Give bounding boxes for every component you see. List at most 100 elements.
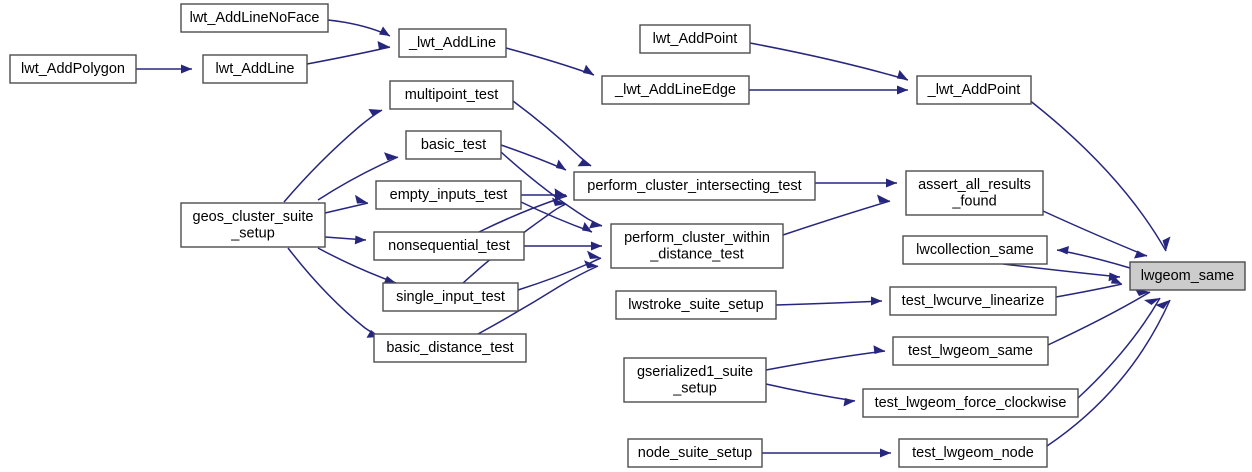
nodes-layer: lwt_AddPolygon lwt_AddLineNoFace lwt_AddLi… [9,3,1246,468]
node-label: perform_cluster_intersecting_test [587,178,801,194]
node-box[interactable] [405,130,502,160]
node-empty_inputs_test[interactable]: empty_inputs_test [375,180,522,210]
node-_lwt_AddLine[interactable]: _lwt_AddLine [398,28,507,58]
node-box[interactable] [601,75,750,105]
edges-layer [136,19,1171,458]
node-nonsequential_test[interactable]: nonsequential_test [373,231,525,261]
node-box[interactable] [180,202,326,248]
node-box[interactable] [627,438,763,468]
node-box[interactable] [389,80,514,110]
arrowhead-icon [1057,246,1069,255]
node-perform_cluster_within_distance_test[interactable]: perform_cluster_within_distance_test [610,223,784,269]
node-label: nonsequential_test [388,238,510,254]
node-perform_cluster_intersecting_test[interactable]: perform_cluster_intersecting_test [573,171,816,201]
node-test_lwgeom_same[interactable]: test_lwgeom_same [892,336,1049,366]
node-box[interactable] [623,357,767,403]
node-basic_distance_test[interactable]: basic_distance_test [373,333,527,363]
node-box[interactable] [905,170,1044,216]
node-test_lwcurve_linearize[interactable]: test_lwcurve_linearize [889,286,1057,316]
arrowhead-icon [584,260,598,269]
node-box[interactable] [902,235,1048,265]
node-label: basic_test [421,137,486,153]
arrowhead-icon [897,85,908,95]
node-test_lwgeom_force_clockwise[interactable]: test_lwgeom_force_clockwise [862,388,1079,418]
edge-line [1042,210,1148,257]
node-basic_test[interactable]: basic_test [405,130,502,160]
node-box[interactable] [615,290,777,320]
node-lwstroke_suite_setup[interactable]: lwstroke_suite_setup [615,290,777,320]
edge-_lwt_AddLineEdge-to-_lwt_AddPoint [749,85,908,95]
node-single_input_test[interactable]: single_input_test [382,282,519,312]
arrowhead-icon [181,64,192,74]
node-multipoint_test[interactable]: multipoint_test [389,80,514,110]
node-gserialized1_suite_setup[interactable]: gserialized1_suite_setup [623,357,767,403]
node-lwgeom_same[interactable]: lwgeom_same [1129,261,1246,291]
node-assert_all_results_found[interactable]: assert_all_results_found [905,170,1044,216]
node-box[interactable] [375,180,522,210]
arrowhead-icon [355,194,368,204]
node-lwt_AddPoint[interactable]: lwt_AddPoint [639,24,751,54]
node-label: _lwt_AddLineEdge [614,82,736,98]
node-box[interactable] [862,388,1079,418]
node-box[interactable] [180,3,329,33]
edge-line [306,46,391,65]
node-label: assert_all_results_found [918,177,1031,210]
node-label: single_input_test [396,289,505,305]
arrowhead-icon [368,109,382,117]
arrowhead-icon [1162,236,1171,251]
edge-line [1077,297,1161,399]
node-box[interactable] [373,333,527,363]
arrowhead-icon [1111,275,1122,284]
node-box[interactable] [898,438,1048,468]
node-test_lwgeom_node[interactable]: test_lwgeom_node [898,438,1048,468]
node-box[interactable] [1129,261,1246,291]
node-lwt_AddLine[interactable]: lwt_AddLine [202,54,308,84]
arrowhead-icon [591,241,602,251]
node-box[interactable] [916,75,1032,105]
node-box[interactable] [889,286,1057,316]
node-box[interactable] [202,54,308,84]
arrowhead-icon [886,178,897,188]
node-label: lwt_AddPoint [653,31,738,47]
arrowhead-icon [379,26,390,36]
edge-line [1046,299,1171,447]
node-box[interactable] [398,28,507,58]
node-lwt_AddPolygon[interactable]: lwt_AddPolygon [9,54,137,84]
node-box[interactable] [382,282,519,312]
node-box[interactable] [9,54,137,84]
edge-basic_test-to-perform_cluster_within_distance_test [500,151,603,229]
node-box[interactable] [373,231,525,261]
edge-lwgeom_same-to-lwcollection_same [1056,246,1131,269]
arrowhead-icon [1134,250,1147,259]
node-lwt_AddLineNoFace[interactable]: lwt_AddLineNoFace [180,3,329,33]
edge-line [478,195,568,233]
edge-line [324,202,369,214]
edge-_lwt_AddLine-to-_lwt_AddLineEdge [505,47,595,76]
node-box[interactable] [892,336,1049,366]
arrowhead-icon [589,220,602,229]
node-label: empty_inputs_test [390,187,508,203]
node-_lwt_AddLineEdge[interactable]: _lwt_AddLineEdge [601,75,750,105]
node-geos_cluster_suite_setup[interactable]: geos_cluster_suite_setup [180,202,326,248]
arrowhead-icon [556,159,566,170]
node-box[interactable] [639,24,751,54]
arrowhead-icon [552,197,566,206]
node-box[interactable] [573,171,816,201]
node-box[interactable] [610,223,784,269]
edge-line [782,200,891,236]
edge-basic_test-to-perform_cluster_intersecting_test [500,144,567,171]
node-lwcollection_same[interactable]: lwcollection_same [902,235,1048,265]
node-label: test_lwgeom_force_clockwise [875,395,1067,411]
arrowhead-icon [583,64,594,75]
node-_lwt_AddPoint[interactable]: _lwt_AddPoint [916,75,1032,105]
edge-lwt_AddLineNoFace-to-_lwt_AddLine [327,19,391,37]
edge-line [477,265,599,335]
edge-geos_cluster_suite_setup-to-multipoint_test [283,109,383,203]
edge-line [505,47,595,76]
node-label: test_lwgeom_same [908,343,1033,359]
arrowhead-icon [1144,298,1160,305]
edge-geos_cluster_suite_setup-to-basic_distance_test [287,247,381,338]
node-node_suite_setup[interactable]: node_suite_setup [627,438,763,468]
edge-single_input_test-to-perform_cluster_intersecting_test [462,197,567,284]
edge-gserialized1_suite_setup-to-test_lwgeom_same [765,345,886,371]
